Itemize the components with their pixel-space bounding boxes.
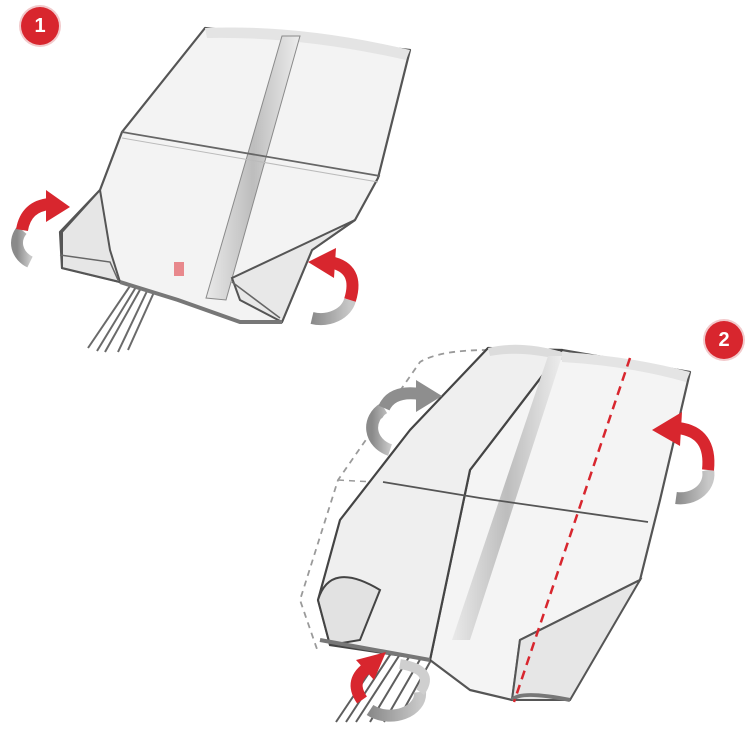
fold-arrow-icon [350,652,430,722]
step-1-badge: 1 [21,7,59,45]
fold-arrow-icon [308,248,359,326]
step-2-ghost-outline [299,349,489,653]
step-1-illustration [11,26,412,353]
step-2-right-flap [510,577,643,701]
step-2-fold-line [512,357,632,703]
step-1-care-label [174,262,184,276]
step-1-left-flap [61,187,122,284]
step-2-illustration [299,344,715,723]
fold-arrow-icon [11,190,70,268]
fold-arrow-icon [652,412,715,505]
fold-arrow-icon [366,380,442,456]
step-1-right-flap [230,219,356,324]
step-1-seam [205,35,301,301]
step-1-straps [87,285,156,353]
step-2-badge: 2 [705,321,743,359]
